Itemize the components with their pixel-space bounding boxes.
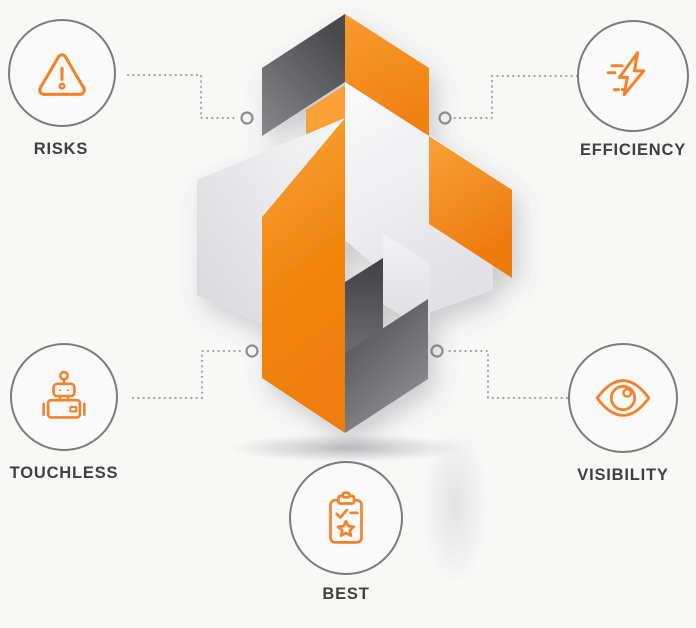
node-circle-best (289, 461, 403, 575)
connector-risks (126, 73, 240, 120)
logo-face-orange-top-sliver (306, 85, 345, 143)
logo-face-orange-top-right (345, 14, 429, 136)
soft-shadow-streak (421, 425, 489, 585)
warning-triangle-icon (38, 53, 86, 96)
logo-face-orange-right-rhombus (429, 136, 512, 278)
logo-face-dark-bottom-right (345, 299, 428, 433)
connector-marker-top-left (240, 111, 254, 125)
logo-face-white-left (197, 118, 345, 324)
node-circle-visibility (568, 343, 678, 453)
node-label-best: BEST (322, 585, 370, 603)
clipboard-star-icon (329, 491, 363, 544)
eye-icon (595, 379, 651, 417)
connector-marker-bottom-right (430, 344, 444, 358)
node-circle-efficiency (577, 20, 689, 132)
logo-face-gray-top-left (262, 14, 345, 136)
connector-visibility (444, 349, 569, 400)
node-label-visibility: VISIBILITY (577, 466, 669, 484)
logo-face-white-right (345, 80, 493, 313)
dotted-connectors (126, 73, 579, 400)
connector-touchless (131, 349, 245, 400)
connector-markers (240, 111, 452, 358)
node-circle-touchless (10, 343, 118, 451)
connector-marker-top-right (438, 111, 452, 125)
connector-marker-bottom-left (245, 344, 259, 358)
logo-face-orange-center-column (262, 118, 345, 433)
logo-ground-shadow (229, 434, 465, 462)
node-label-risks: RISKS (33, 140, 89, 158)
node-label-efficiency: EFFICIENCY (579, 141, 687, 159)
node-circle-risks (8, 19, 116, 127)
connector-efficiency (452, 74, 579, 120)
node-label-touchless: TOUCHLESS (9, 464, 119, 482)
lightning-bolt-icon (606, 51, 646, 97)
interlocking-cubes-logo (197, 14, 512, 433)
robot-icon (42, 370, 86, 419)
